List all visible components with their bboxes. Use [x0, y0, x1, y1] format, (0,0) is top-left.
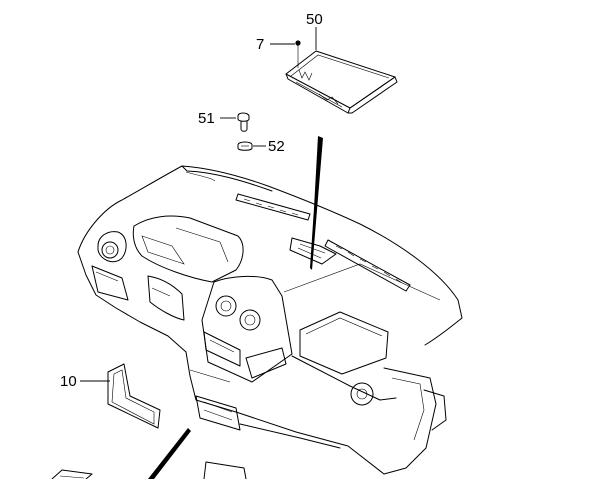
callout-50: 50: [306, 11, 323, 28]
callout-51: 51: [198, 110, 215, 127]
callout-7: 7: [256, 36, 264, 53]
part-52-clip: [237, 141, 253, 151]
separator-stroke-upper: [310, 136, 323, 270]
part-10-trim-panel: [107, 363, 161, 429]
separator-stroke-lower: [148, 428, 191, 479]
callout-10: 10: [60, 373, 77, 390]
instrument-panel: [77, 165, 463, 475]
part-50-cover-panel: [285, 50, 398, 114]
part-7-screw: [295, 40, 301, 68]
part-51-clip: [237, 112, 250, 132]
callout-52: 52: [268, 138, 285, 155]
partial-lower-parts: [51, 461, 247, 479]
leader-lines: [80, 27, 317, 382]
